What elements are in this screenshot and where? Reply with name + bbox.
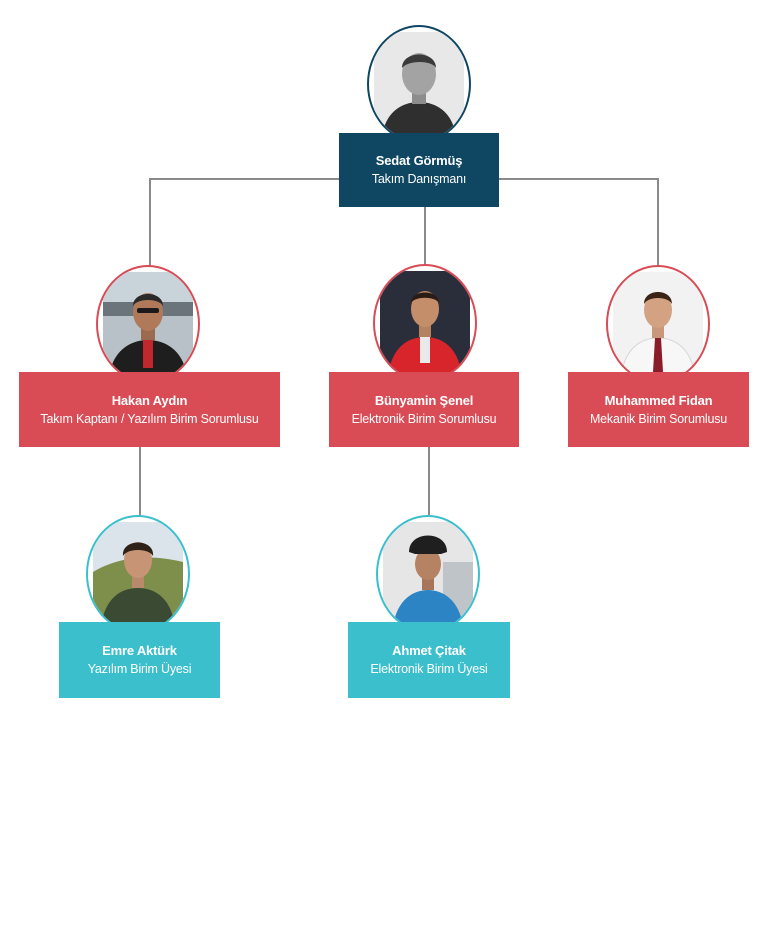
member-name-emre: Emre Aktürk xyxy=(102,643,177,658)
lead-role-muhammed: Mekanik Birim Sorumlusu xyxy=(589,411,728,426)
connector-advisor-left xyxy=(149,178,339,270)
member-card-emre: Emre Aktürk Yazılım Birim Üyesi xyxy=(59,622,220,698)
member-photo-emre xyxy=(86,515,190,633)
person-photo-icon xyxy=(383,522,473,626)
person-photo-icon xyxy=(374,32,464,136)
member-photo-ahmet xyxy=(376,515,480,633)
lead-name-muhammed: Muhammed Fidan xyxy=(604,392,713,408)
lead-role-hakan: Takım Kaptanı / Yazılım Birim Sorumlusu xyxy=(40,411,259,426)
person-photo-icon xyxy=(380,271,470,375)
person-photo-icon xyxy=(613,272,703,376)
member-role-ahmet: Elektronik Birim Üyesi xyxy=(370,662,488,676)
person-photo-icon xyxy=(93,522,183,626)
lead-photo-hakan xyxy=(96,265,200,383)
advisor-name: Sedat Görmüş xyxy=(375,153,463,168)
lead-role-bunyamin: Elektronik Birim Sorumlusu xyxy=(351,411,497,426)
lead-photo-bunyamin xyxy=(373,264,477,382)
advisor-photo xyxy=(367,25,471,143)
lead-card-muhammed: Muhammed Fidan Mekanik Birim Sorumlusu xyxy=(568,372,749,447)
member-name-ahmet: Ahmet Çitak xyxy=(392,643,466,658)
member-role-emre: Yazılım Birim Üyesi xyxy=(87,662,192,676)
member-card-ahmet: Ahmet Çitak Elektronik Birim Üyesi xyxy=(348,622,510,698)
advisor-role: Takım Danışmanı xyxy=(371,172,467,186)
lead-card-bunyamin: Bünyamin Şenel Elektronik Birim Sorumlus… xyxy=(329,372,519,447)
lead-name-bunyamin: Bünyamin Şenel xyxy=(374,392,474,408)
lead-photo-muhammed xyxy=(606,265,710,383)
advisor-card: Sedat Görmüş Takım Danışmanı xyxy=(339,133,499,207)
connector-advisor-right xyxy=(499,178,659,265)
lead-card-hakan: Hakan Aydın Takım Kaptanı / Yazılım Biri… xyxy=(19,372,280,447)
person-photo-icon xyxy=(103,272,193,376)
lead-name-hakan: Hakan Aydın xyxy=(111,392,188,408)
